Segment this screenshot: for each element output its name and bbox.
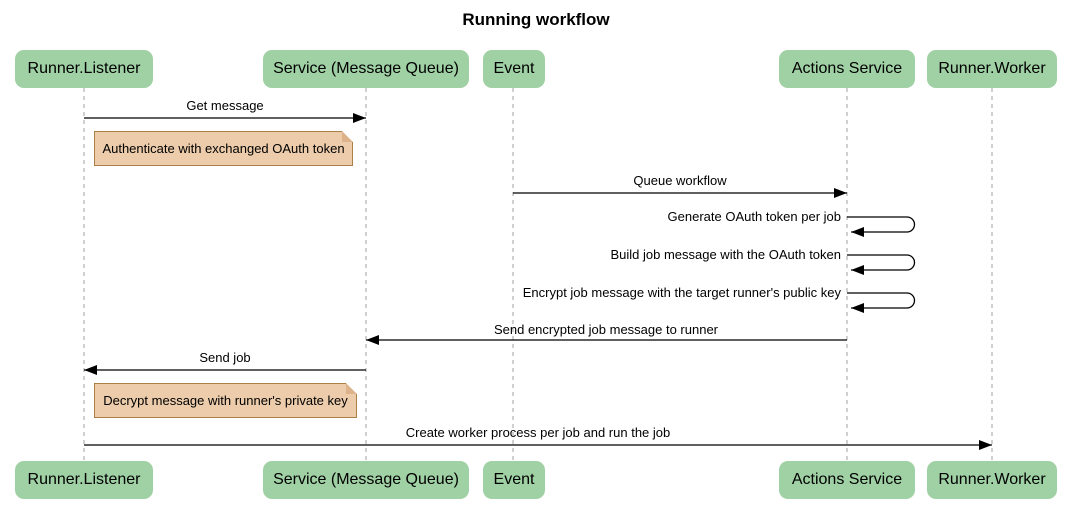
arrow-self-encrypt-job-message <box>847 292 916 313</box>
participant-top-actions-service: Actions Service <box>779 50 915 88</box>
message-label-build-job-message: Build job message with the OAuth token <box>610 247 841 262</box>
participant-bottom-service-message-queue: Service (Message Queue) <box>263 461 469 499</box>
participant-bottom-runner-listener: Runner.Listener <box>15 461 153 499</box>
participant-bottom-event: Event <box>483 461 545 499</box>
message-label-send-job: Send job <box>199 350 251 365</box>
note-text: Authenticate with exchanged OAuth token <box>102 141 345 156</box>
message-label-encrypt-job-message: Encrypt job message with the target runn… <box>522 285 841 300</box>
arrow-self-build-job-message <box>847 254 916 275</box>
message-label-create-worker-process: Create worker process per job and run th… <box>405 425 671 440</box>
message-label-send-encrypted-job: Send encrypted job message to runner <box>493 322 719 337</box>
message-label-generate-oauth-token: Generate OAuth token per job <box>667 209 841 224</box>
participant-bottom-actions-service: Actions Service <box>779 461 915 499</box>
message-label-get-message: Get message <box>186 98 264 113</box>
diagram-title: Running workflow <box>462 10 610 29</box>
participant-top-event: Event <box>483 50 545 88</box>
participant-top-runner-listener: Runner.Listener <box>15 50 153 88</box>
note-decrypt-message: Decrypt message with runner's private ke… <box>94 383 357 418</box>
arrow-self-generate-oauth-token <box>847 216 916 237</box>
participant-top-service-message-queue: Service (Message Queue) <box>263 50 469 88</box>
participant-bottom-runner-worker: Runner.Worker <box>927 461 1057 499</box>
note-authenticate-oauth: Authenticate with exchanged OAuth token <box>94 131 353 166</box>
participant-top-runner-worker: Runner.Worker <box>927 50 1057 88</box>
note-text: Decrypt message with runner's private ke… <box>103 393 348 408</box>
message-label-queue-workflow: Queue workflow <box>633 173 727 188</box>
